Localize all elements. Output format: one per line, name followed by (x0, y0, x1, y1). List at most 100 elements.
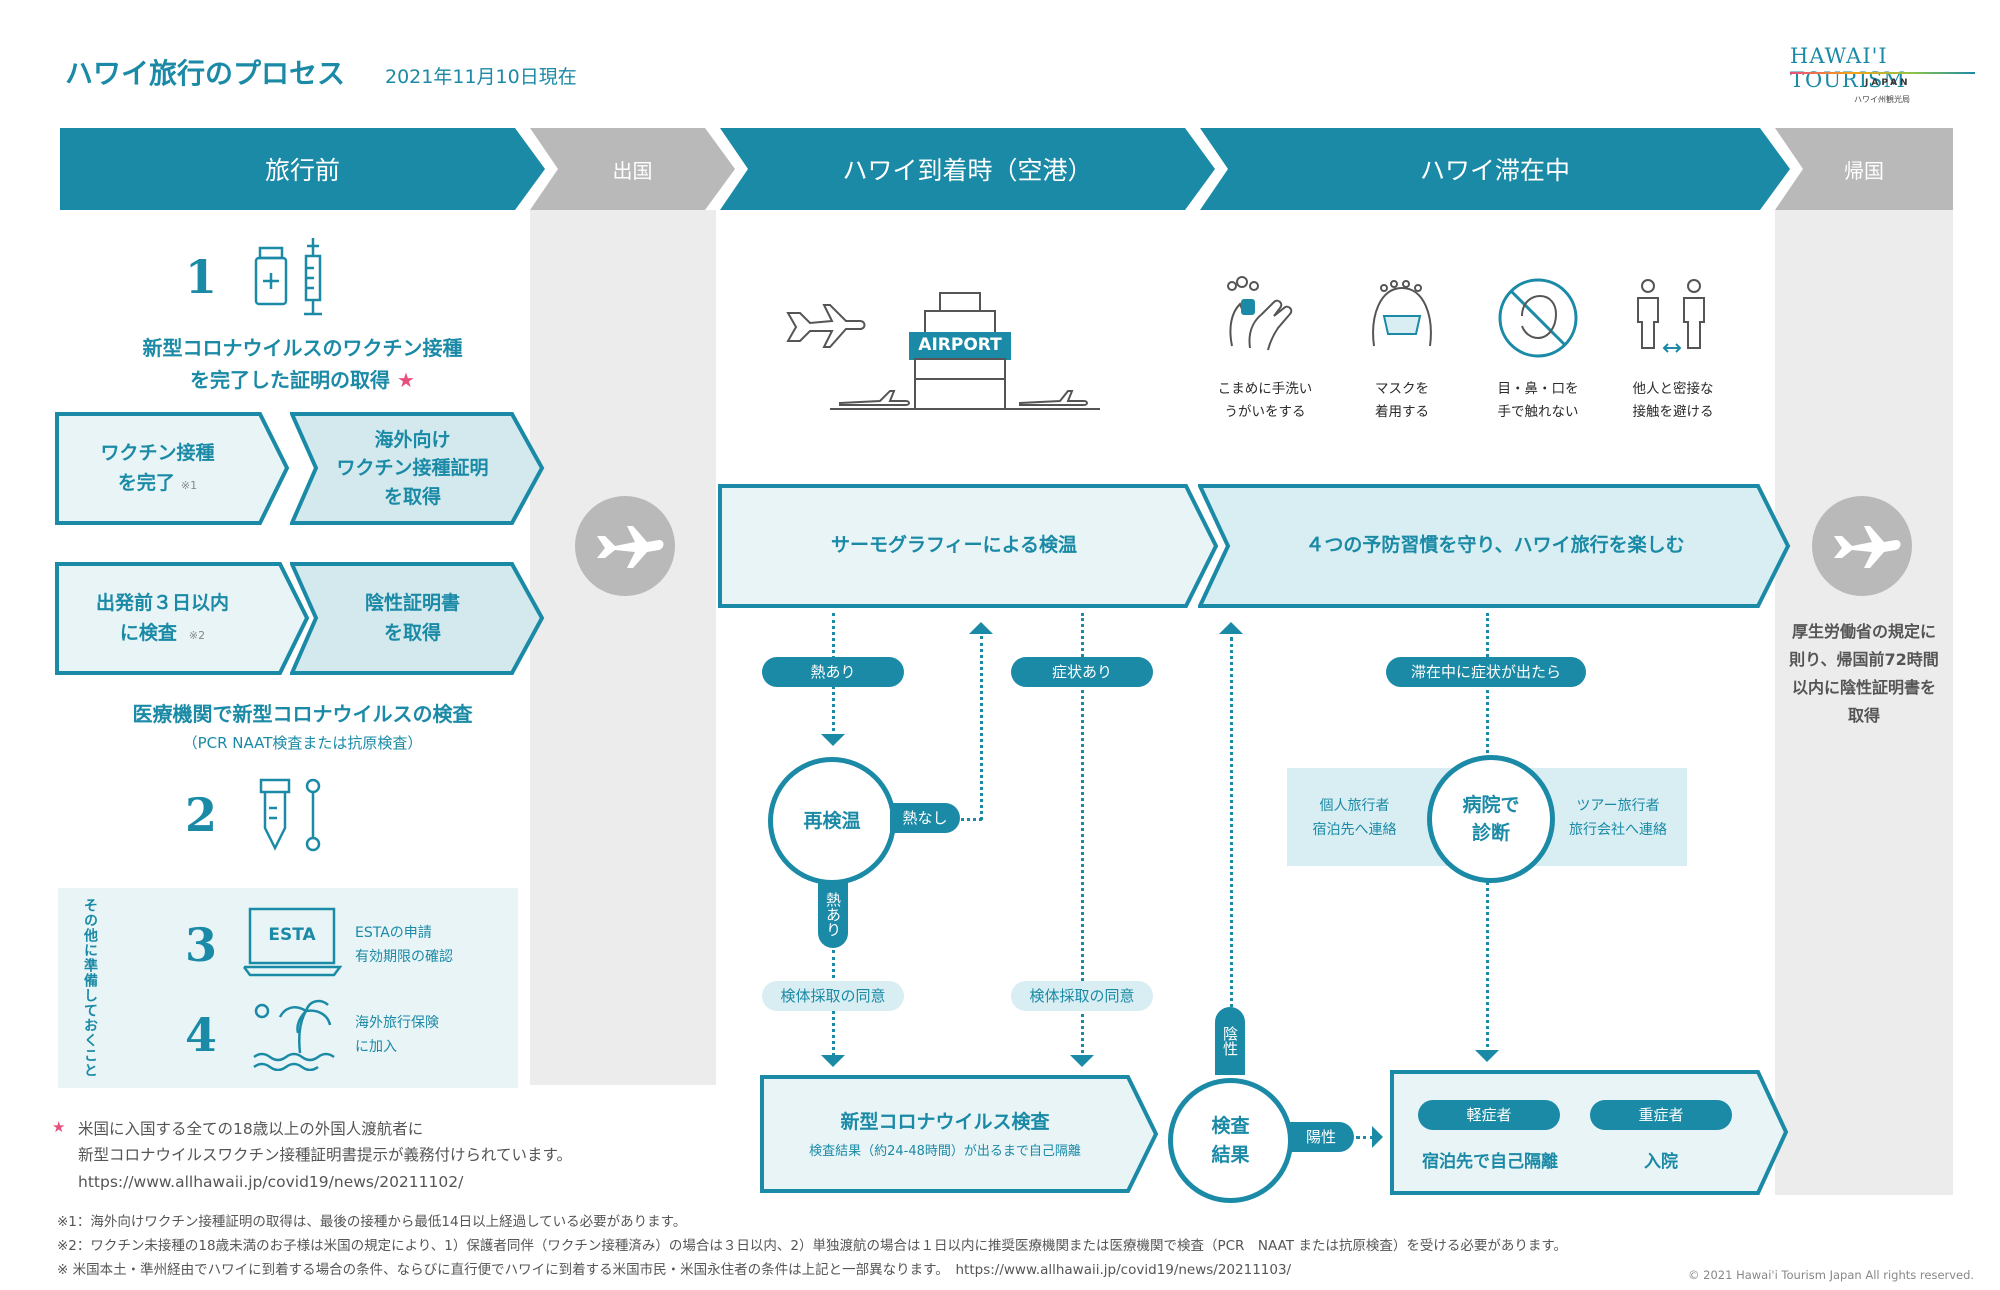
palm-tree-icon (250, 995, 338, 1075)
phase-return: 帰国 (1775, 128, 1953, 210)
as-of-date: 2021年11月10日現在 (385, 66, 577, 88)
box-pre-departure-test: 出発前３日以内 に検査※2 (55, 562, 310, 675)
severe-action: 入院 (1644, 1152, 1678, 1172)
pill-positive: 陽性 (1288, 1122, 1354, 1152)
handwash-icon (1222, 276, 1302, 360)
tour-traveler: ツアー旅行者 旅行会社へ連絡 (1553, 795, 1683, 843)
logo-japan-text: JAPAN (1865, 78, 1911, 88)
note-mark-1: ※1 (180, 478, 198, 492)
prevent-4-line1: 他人と密接な (1632, 381, 1714, 397)
prevent-1-text: こまめに手洗い うがいをする (1205, 378, 1325, 424)
step4-text: 海外旅行保険 に加入 (355, 1012, 439, 1060)
phase-arrival: ハワイ到着時（空港） (720, 128, 1215, 210)
arrow-down-icon (1070, 1055, 1094, 1067)
arrow-right-icon (1372, 1126, 1383, 1148)
box-negative-certificate-line2: を取得 (383, 621, 441, 644)
phase-return-label: 帰国 (1844, 158, 1884, 183)
hawaii-tourism-logo: HAWAI'I TOURISM JAPAN ハワイ州観光局 (1790, 44, 1975, 119)
vaccine-icon (250, 228, 340, 322)
prevent-4-line2: 接触を避ける (1632, 403, 1714, 420)
departure-column-bg (530, 210, 716, 1085)
step3-text-line2: 有効期限の確認 (355, 948, 453, 965)
box-severity (1390, 1070, 1790, 1195)
flow-positive-h (1356, 1136, 1374, 1139)
phase-departure-label: 出国 (612, 158, 653, 183)
phase-before: 旅行前 (60, 128, 545, 210)
medical-test-title: 医療機関で新型コロナウイルスの検査 (132, 702, 473, 726)
pill-consent-2: 検体採取の同意 (1011, 981, 1153, 1011)
phase-stay-label: ハワイ滞在中 (1419, 156, 1570, 185)
flow-no-fever-up (980, 636, 983, 820)
box-pre-departure-test-line1: 出発前３日以内 (95, 592, 229, 615)
step1-title: 新型コロナウイルスのワクチン接種 を完了した証明の取得 ★ (60, 332, 545, 396)
box-vaccination-complete-line2: を完了 (117, 471, 175, 494)
pill-fever-yes-vertical: 熱あり (818, 880, 848, 948)
box-vaccination-certificate: 海外向け ワクチン接種証明 を取得 (290, 412, 545, 525)
arrow-down-icon (1475, 1050, 1499, 1062)
prevent-4-text: 他人と密接な 接触を避ける (1613, 378, 1733, 424)
star-note-line2: 新型コロナウイルスワクチン接種証明書提示が義務付けられています。 (78, 1146, 572, 1165)
star-note-link[interactable]: https://www.allhawaii.jp/covid19/news/20… (78, 1172, 464, 1191)
return-text-line3: 以内に陰性証明書を (1791, 678, 1936, 697)
result-circle: 検査 結果 (1168, 1078, 1293, 1203)
esta-icon-label: ESTA (268, 925, 316, 945)
hospital-circle: 病院で 診断 (1427, 755, 1555, 883)
box-enjoy-hawaii: ４つの予防習慣を守り、ハワイ旅行を楽しむ (1198, 484, 1792, 608)
prevent-2-line2: 着用する (1375, 403, 1429, 420)
pill-severe: 重症者 (1590, 1100, 1732, 1130)
individual-traveler-line1: 個人旅行者 (1319, 798, 1390, 814)
box-enjoy-hawaii-label: ４つの予防習慣を守り、ハワイ旅行を楽しむ (1305, 534, 1685, 557)
pill-symptom-yes: 症状あり (1011, 657, 1153, 687)
arrow-down-icon (821, 734, 845, 746)
star-note-mark: ★ (52, 1118, 66, 1136)
footnote-1: ※1：海外向けワクチン接種証明の取得は、最後の接種から最低14日以上経過している… (57, 1214, 687, 1230)
phase-stay: ハワイ滞在中 (1200, 128, 1790, 210)
hospital-circle-line2: 診断 (1471, 822, 1510, 844)
box-covid-test-subtitle: 検査結果（約24-48時間）が出るまで自己隔離 (809, 1143, 1081, 1159)
step3-text: ESTAの申請 有効期限の確認 (355, 922, 453, 970)
star-mark: ★ (397, 368, 415, 392)
box-pre-departure-test-line2-wrap: に検査※2 (120, 619, 205, 648)
pill-fever-yes: 熱あり (762, 657, 904, 687)
test-tube-icon (255, 776, 335, 860)
step1-title-line2: を完了した証明の取得 (190, 368, 391, 392)
prevent-3-line2: 手で触れない (1497, 403, 1579, 420)
medical-test-subtitle: （PCR NAAT検査または抗原検査） (182, 734, 423, 752)
note-mark-2: ※2 (188, 628, 206, 642)
pill-symptom-during: 滞在中に症状が出たら (1386, 657, 1586, 687)
individual-traveler: 個人旅行者 宿泊先へ連絡 (1287, 795, 1422, 843)
footnote-3: ※ 米国本土・準州経由でハワイに到着する場合の条件、ならびに直行便でハワイに到着… (57, 1262, 1292, 1278)
recheck-circle: 再検温 (768, 757, 896, 885)
box-vaccination-certificate-line1: 海外向け (374, 428, 451, 451)
prevent-1-line2: うがいをする (1224, 403, 1306, 420)
prevent-3-line1: 目・鼻・口を (1497, 381, 1579, 397)
pill-consent-1: 検体採取の同意 (762, 981, 904, 1011)
result-circle-line1: 検査 (1211, 1115, 1250, 1137)
hospital-circle-line1: 病院で (1462, 793, 1520, 816)
return-airplane-icon (1812, 496, 1912, 596)
pill-no-fever: 熱なし (890, 803, 960, 833)
box-negative-certificate-line1: 陰性証明書 (364, 592, 460, 615)
return-text-line2: 則り、帰国前72時間 (1789, 650, 1939, 669)
laptop-esta-icon: ESTA (242, 905, 343, 977)
departure-airplane-icon (575, 496, 675, 596)
logo-sub-text: ハワイ州観光局 (1854, 95, 1910, 104)
mild-action: 宿泊先で自己隔離 (1422, 1152, 1558, 1172)
pill-mild: 軽症者 (1418, 1100, 1560, 1130)
prevent-1-line1: こまめに手洗い (1217, 381, 1313, 397)
tour-traveler-line2: 旅行会社へ連絡 (1569, 821, 1667, 838)
box-covid-test-title: 新型コロナウイルス検査 (840, 1110, 1050, 1133)
airport-icon: AIRPORT (780, 285, 1100, 415)
box-thermography-label: サーモグラフィーによる検温 (830, 534, 1078, 557)
step4-text-line2: に加入 (355, 1038, 397, 1055)
step1-title-line2-wrap: を完了した証明の取得 ★ (60, 364, 545, 396)
no-touch-face-icon (1496, 276, 1580, 364)
airport-sign: AIRPORT (918, 335, 1002, 355)
star-note: 米国に入国する全ての18歳以上の外国人渡航者に 新型コロナウイルスワクチン接種証… (78, 1116, 572, 1195)
individual-traveler-line2: 宿泊先へ連絡 (1312, 821, 1397, 838)
tour-traveler-line1: ツアー旅行者 (1576, 798, 1660, 814)
arrow-up-icon (969, 622, 993, 634)
arrow-up-icon (1219, 622, 1243, 634)
box-covid-test: 新型コロナウイルス検査 検査結果（約24-48時間）が出るまで自己隔離 (760, 1075, 1160, 1193)
step3-text-line1: ESTAの申請 (355, 925, 432, 941)
